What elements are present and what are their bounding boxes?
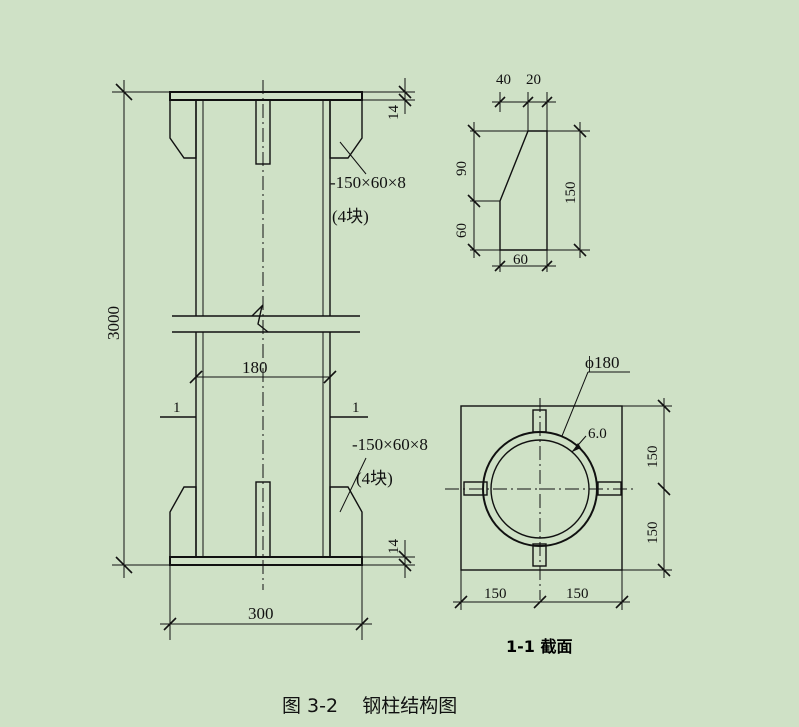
rib-bottom-callout: -150×60×8 [352,435,428,454]
rib-h-total: 150 [563,182,579,205]
rib-top-count: (4块) [332,207,369,226]
pipe-thk: 6.0 [588,426,607,442]
rib-w2: 20 [526,72,541,88]
rib-base-w: 60 [513,252,528,268]
rib-h-lower: 60 [454,223,470,238]
rib-bottom-right [329,486,363,558]
base-width-label: 300 [248,604,274,623]
rib-h-upper: 90 [454,161,470,176]
top-plate [169,91,363,101]
rib-top-right [329,99,363,159]
base-plate-outline [460,405,623,571]
rib-detail: 40 20 90 60 150 60 [454,72,590,272]
column-dia-label: 180 [242,358,268,377]
pipe-dia: ϕ180 [585,353,619,372]
bottom-plate-thk: 14 [386,539,402,555]
top-plate-dim: 14 [362,78,415,120]
figure-caption: 图 3-2 钢柱结构图 [282,695,457,717]
rib-bottom-count: (4块) [356,469,393,488]
bottom-plate-dim: 14 [362,539,415,578]
rib-w1: 40 [496,72,511,88]
section-mark-left: 1 [173,400,181,416]
base-width-dim: 300 [160,565,372,640]
height-label: 3000 [104,306,123,340]
section-title: 1-1 截面 [506,637,572,656]
section-1-1: ϕ180 6.0 150 150 150 150 1-1 截面 [445,353,672,656]
rib-bottom-left [169,486,197,558]
rib-top-callout: -150×60×8 [330,173,406,192]
sec-h-lower: 150 [645,522,661,545]
bottom-plate [169,556,363,566]
column-elevation [169,80,363,590]
top-plate-thk: 14 [386,105,402,121]
sec-w-left: 150 [484,586,507,602]
rib-top-left [169,99,197,159]
height-dimension: 3000 [104,80,172,578]
sec-h-upper: 150 [645,446,661,469]
section-mark-right: 1 [352,400,360,416]
column-dia-dim: 180 [189,358,337,384]
sec-w-right: 150 [566,586,589,602]
